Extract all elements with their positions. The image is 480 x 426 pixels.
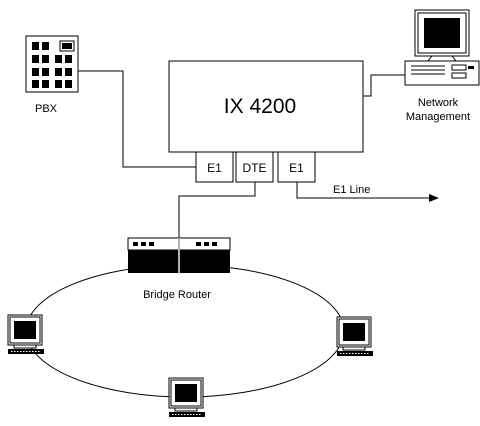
port-e1-left-label: E1 [207, 161, 222, 175]
pbx-label: PBX [35, 103, 58, 115]
ix4200-unit: IX 4200 [168, 60, 364, 153]
port-e1-left: E1 [195, 151, 234, 183]
e1-line [296, 181, 431, 199]
router-connection-line [178, 181, 256, 238]
bridge-router-icon [127, 237, 231, 273]
management-connection-line [363, 74, 405, 97]
ix4200-label: IX 4200 [224, 95, 296, 118]
port-e1-right-label: E1 [289, 161, 304, 175]
bridge-router-label: Bridge Router [143, 289, 211, 301]
network-management-label-line1: Network [418, 97, 459, 109]
pbx-cabinet-icon [25, 35, 79, 93]
e1-line-arrowhead [429, 194, 439, 202]
desktop-computer-icon [404, 9, 480, 86]
network-management-label-line2: Management [406, 111, 470, 123]
pbx-connection-line [56, 70, 196, 168]
computer-terminal-icon [336, 316, 374, 357]
port-dte: DTE [235, 151, 274, 183]
ring-network [25, 264, 345, 398]
port-dte-label: DTE [243, 161, 267, 175]
computer-terminal-icon [7, 314, 45, 355]
computer-terminal-icon [168, 377, 206, 418]
e1-line-label: E1 Line [333, 184, 370, 196]
port-e1-right: E1 [277, 151, 316, 183]
